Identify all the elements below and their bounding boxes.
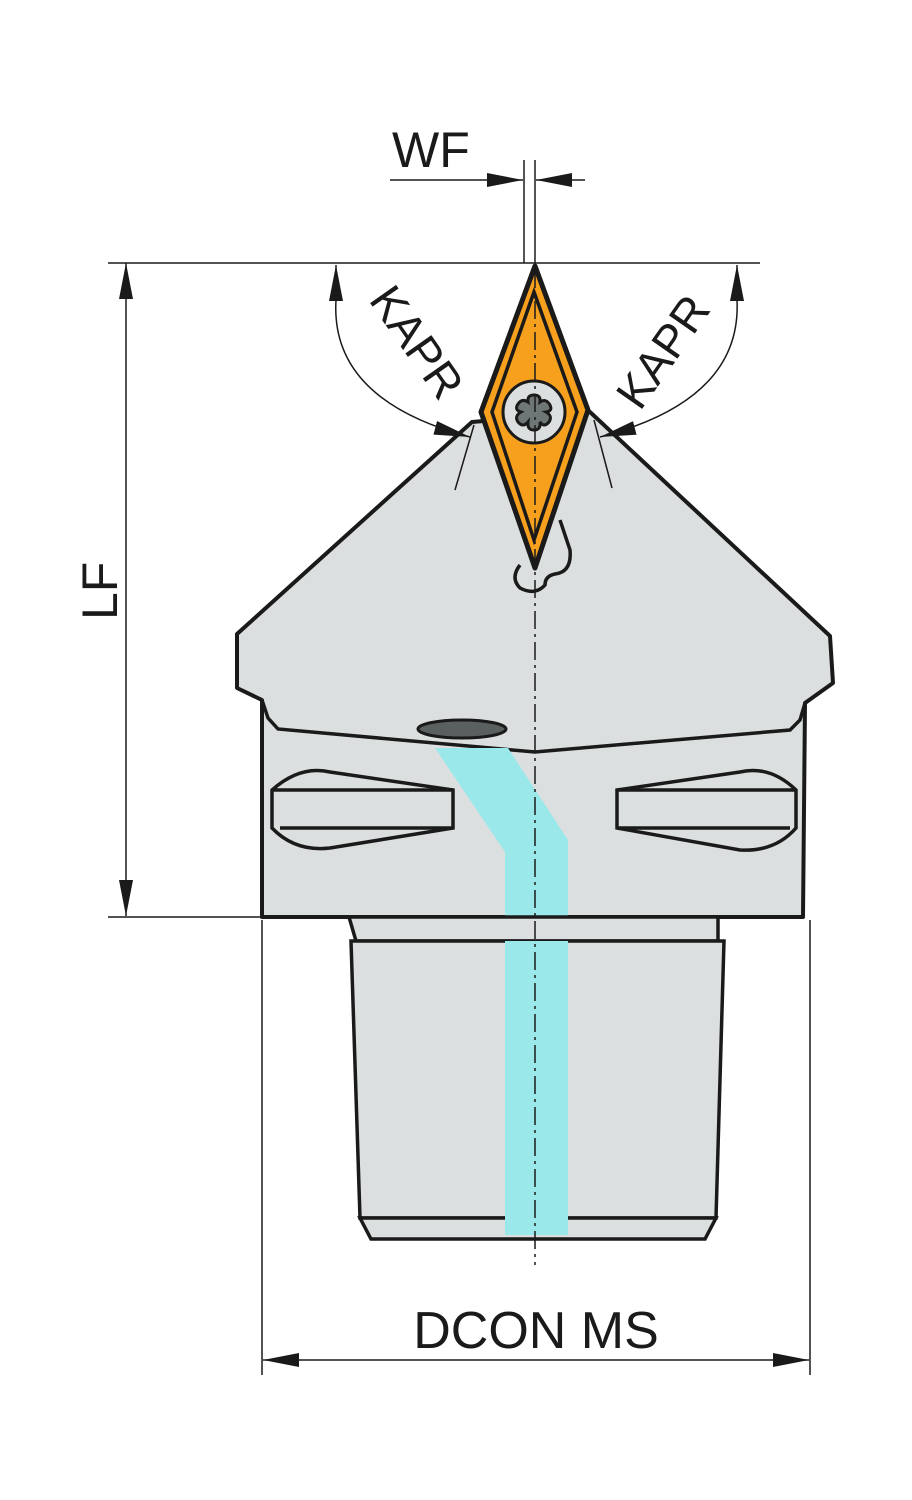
- kapr-right-label: KAPR: [606, 285, 720, 417]
- tool-body: [235, 410, 835, 1241]
- left-slot: [270, 768, 455, 851]
- wf-label: WF: [392, 122, 470, 178]
- torx-icon: [515, 393, 553, 432]
- coolant-channel-shank: [505, 941, 568, 1235]
- right-slot: [615, 768, 798, 852]
- dimensions: [108, 160, 811, 1375]
- shank-neck: [346, 915, 720, 943]
- kapr-left-label: KAPR: [360, 276, 474, 408]
- lf-label: LF: [72, 562, 128, 620]
- dcon-ms-label: DCON MS: [413, 1302, 659, 1360]
- coolant-outlet: [416, 718, 508, 740]
